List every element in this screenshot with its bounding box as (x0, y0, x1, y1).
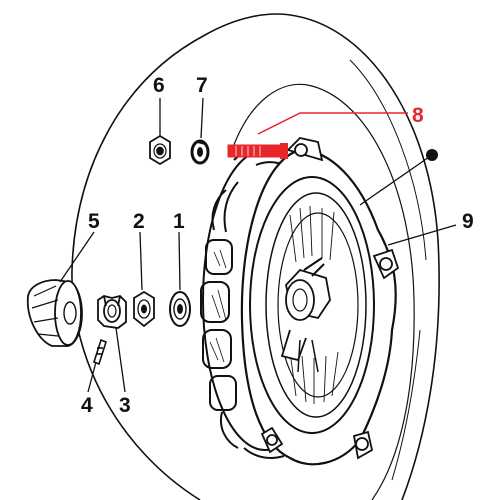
leader-4 (87, 361, 97, 393)
hub-flange (240, 137, 400, 466)
tyre-dot (426, 149, 438, 161)
callout-5: 5 (88, 210, 100, 233)
tire-inner-edge (231, 83, 415, 500)
tire-sidewall-line (349, 59, 427, 261)
tire-sidewall-line-2 (391, 329, 421, 481)
hub-ribs (200, 149, 289, 459)
flange-well (277, 212, 359, 398)
leader-5 (59, 231, 95, 283)
part-5-hub-cap (26, 279, 83, 347)
part-1-washer (169, 291, 191, 327)
hub-shading (209, 249, 227, 363)
leader-lines (59, 97, 457, 393)
leader-9-drum (387, 224, 457, 246)
flange-ring-inner (265, 192, 367, 418)
callout-7: 7 (196, 74, 208, 97)
callout-3: 3 (119, 394, 131, 417)
leader-9-tyre (359, 154, 433, 206)
callout-8: 8 (412, 104, 424, 127)
part-6-nut (149, 134, 171, 166)
part-2-nut (133, 290, 155, 328)
callout-6: 6 (153, 74, 165, 97)
leader-3 (115, 327, 126, 393)
leader-2 (139, 231, 143, 291)
callouts: 6 7 8 9 5 2 1 4 3 (81, 74, 474, 417)
flange-lugs (260, 137, 400, 460)
leader-8 (257, 112, 408, 135)
axle-boss (280, 257, 331, 373)
callout-4: 4 (81, 394, 93, 417)
callout-9: 9 (462, 210, 474, 233)
part-8-stud (227, 143, 288, 159)
part-7-lock-washer (190, 139, 210, 165)
callout-1: 1 (173, 210, 185, 233)
part-3-castle-nut (97, 295, 127, 329)
leader-7 (200, 97, 204, 139)
part-4-cotter-pin (93, 338, 107, 366)
drum-interior-hatching (289, 205, 339, 404)
leader-1 (178, 231, 181, 291)
callout-2: 2 (133, 210, 145, 233)
